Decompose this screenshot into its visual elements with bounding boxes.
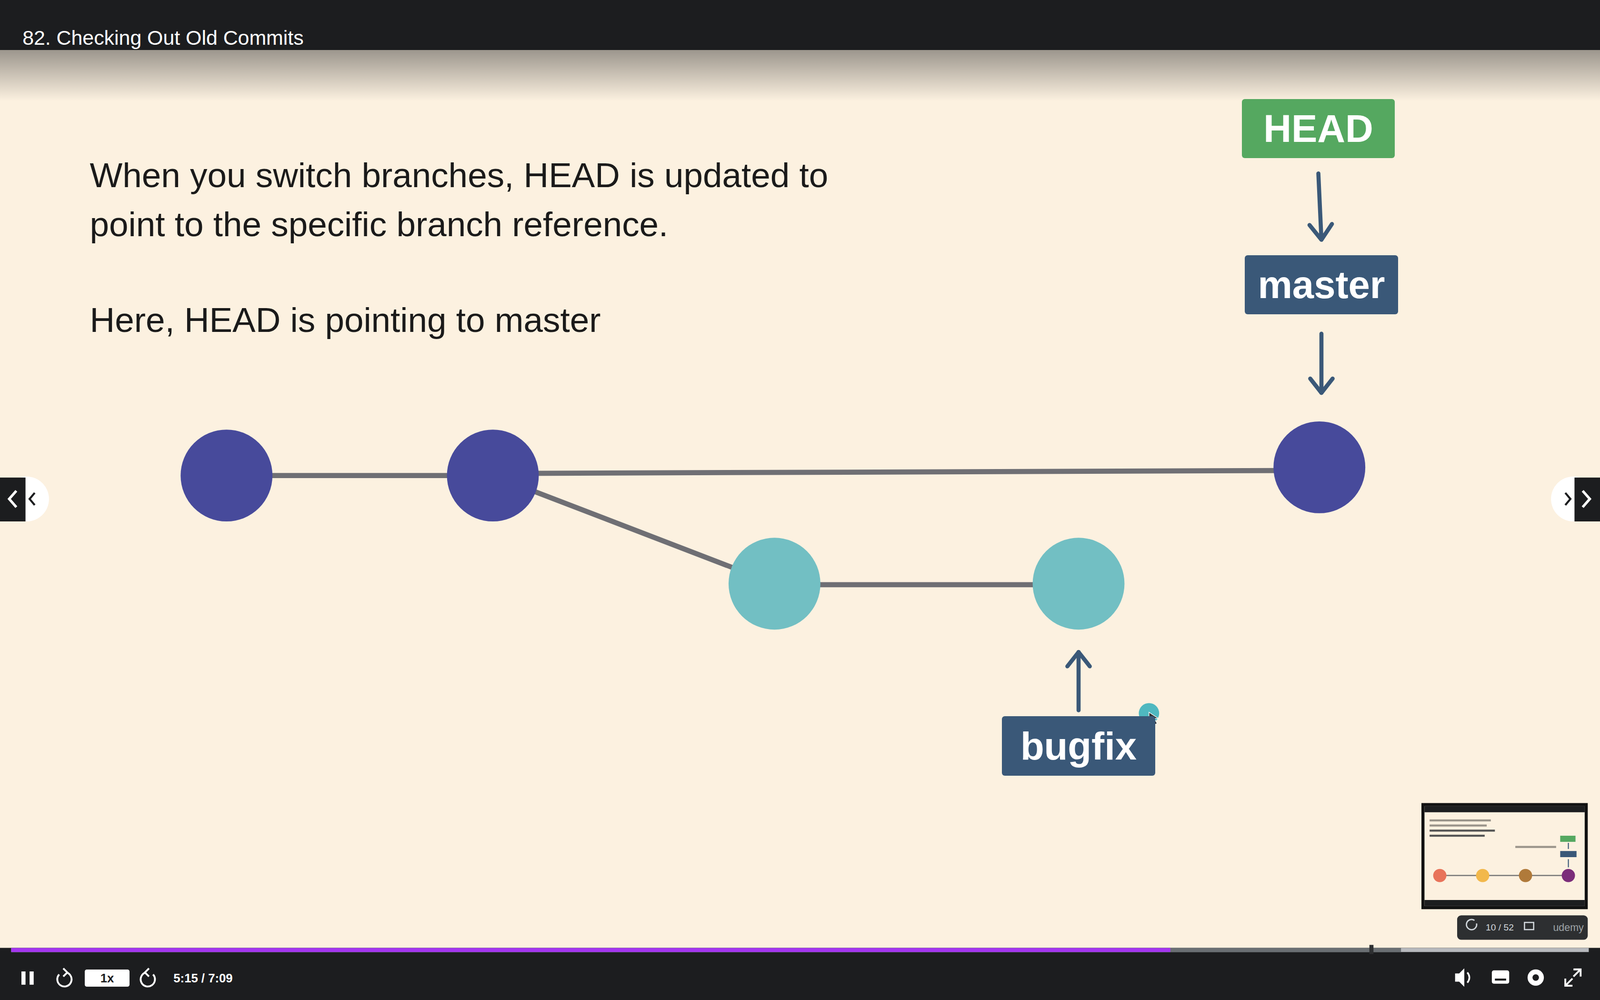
top-bar [0,0,1600,50]
branch-pointer-box: master [1244,255,1398,315]
slide-counter: 10 / 52 [1485,921,1514,934]
slide-text: Here, HEAD is pointing to master [90,295,866,345]
watermark: udemy [1552,921,1584,935]
pointer-label: HEAD [1263,109,1374,148]
branch-pointer-box: bugfix [1001,716,1155,776]
pointer-label: bugfix [1020,726,1137,766]
speed-button: 1x [84,969,130,987]
nav-next [1550,476,1600,522]
progress-played [11,948,1171,953]
nav-prev [0,476,50,522]
pointer-arrows [1067,333,1333,711]
pointer-arrow [1309,173,1332,240]
player-controls [21,968,1581,988]
pointer-label: master [1257,265,1385,304]
slide-ground [0,50,1600,949]
thumbnail-preview [1421,802,1588,940]
slide-shade [0,50,1600,101]
bottom-bar [0,948,1600,1000]
slide-text: When you switch branches, HEAD is update… [90,150,897,250]
progress-buffer [11,948,1402,953]
progress-marker [1369,944,1374,954]
progress-track [11,948,1590,953]
branch-pointer-box: HEAD [1241,99,1395,159]
video-title: 82. Checking Out Old Commits [22,26,304,50]
commit-circles [180,421,1366,630]
time-display: 5:15 / 7:09 [173,969,233,987]
